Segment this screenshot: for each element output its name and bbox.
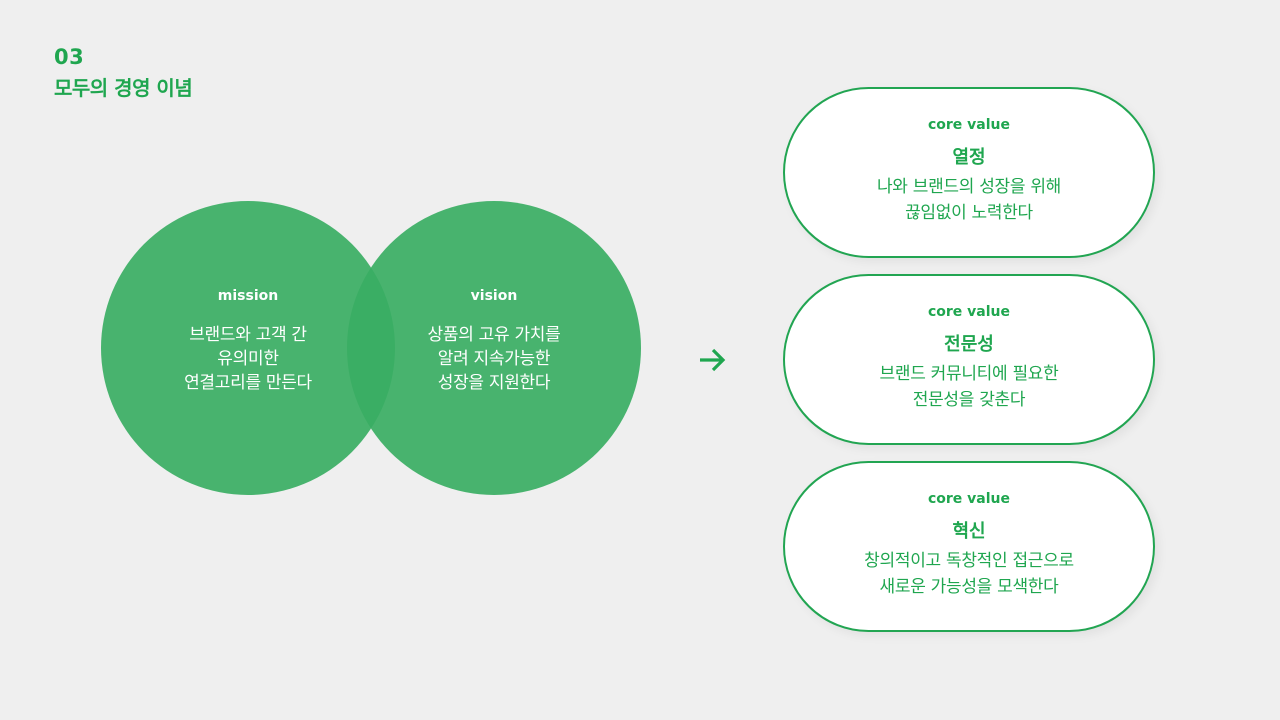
- core-value-title: 혁신: [952, 521, 986, 542]
- core-value-title: 전문성: [944, 334, 994, 355]
- vision-content: vision 상품의 고유 가치를 알려 지속가능한 성장을 지원한다: [347, 201, 641, 495]
- core-value-card-passion: core value 열정 나와 브랜드의 성장을 위해 끊임없이 노력한다: [783, 87, 1155, 258]
- arrow-right-icon: [700, 348, 726, 372]
- core-value-label: core value: [927, 304, 1011, 320]
- mission-text: 브랜드와 고객 간 유의미한 연결고리를 만든다: [184, 325, 312, 393]
- core-value-title: 열정: [952, 147, 986, 168]
- core-value-card-expertise: core value 전문성 브랜드 커뮤니티에 필요한 전문성을 갖춘다: [783, 274, 1155, 445]
- vision-circle: [347, 201, 641, 495]
- venn-diagram: mission 브랜드와 고객 간 유의미한 연결고리를 만든다 vision …: [101, 201, 641, 495]
- core-value-description: 창의적이고 독창적인 접근으로 새로운 가능성을 모색한다: [864, 551, 1074, 597]
- core-value-description: 나와 브랜드의 성장을 위해 끊임없이 노력한다: [876, 177, 1062, 223]
- core-value-description: 브랜드 커뮤니티에 필요한 전문성을 갖춘다: [879, 364, 1059, 410]
- mission-circle: [101, 201, 395, 495]
- mission-label: mission: [217, 288, 279, 304]
- section-number: 03: [54, 45, 85, 69]
- page-title: 모두의 경영 이념: [54, 76, 193, 100]
- vision-label: vision: [470, 288, 518, 304]
- vision-text: 상품의 고유 가치를 알려 지속가능한 성장을 지원한다: [427, 325, 561, 393]
- core-value-label: core value: [927, 491, 1011, 507]
- page-header: 03 모두의 경영 이념: [54, 44, 193, 102]
- mission-content: mission 브랜드와 고객 간 유의미한 연결고리를 만든다: [101, 201, 395, 495]
- core-value-card-innovation: core value 혁신 창의적이고 독창적인 접근으로 새로운 가능성을 모…: [783, 461, 1155, 632]
- core-value-label: core value: [927, 117, 1011, 133]
